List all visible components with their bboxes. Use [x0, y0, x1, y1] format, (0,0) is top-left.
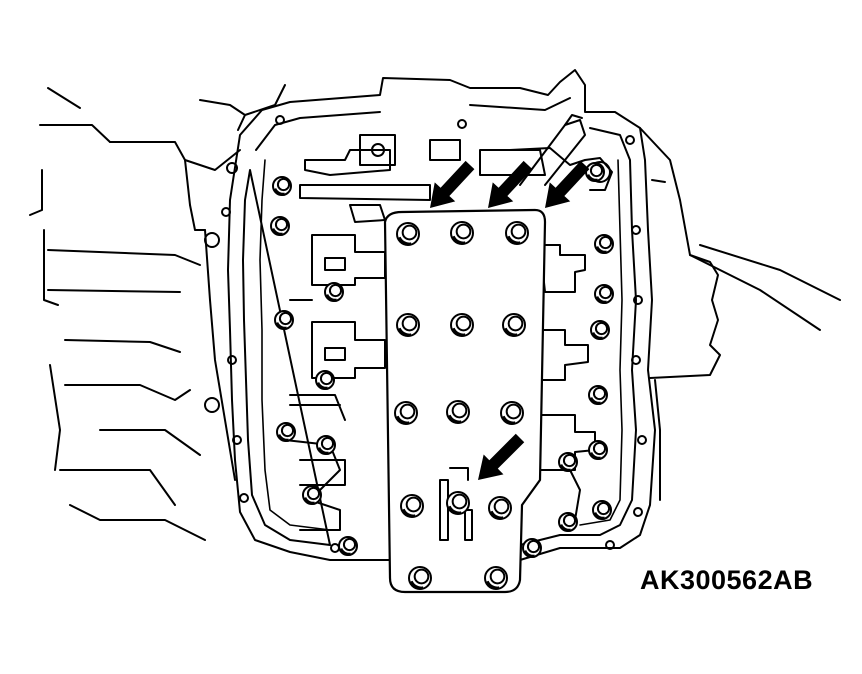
- perimeter-bolt: [588, 440, 608, 460]
- perimeter-bolt: [594, 284, 614, 304]
- lower-left-parts: [289, 404, 346, 531]
- arrows: [430, 160, 590, 480]
- arrow-icon: [430, 160, 475, 208]
- case-flange: [227, 69, 656, 561]
- transmission-case-right: [639, 127, 841, 501]
- perimeter-bolt: [594, 234, 614, 254]
- plate-bolt: [502, 313, 526, 337]
- left-solenoids: [284, 234, 386, 491]
- case-holes: [204, 115, 647, 557]
- plate-bolt: [446, 491, 470, 515]
- perimeter-bolts: [270, 162, 614, 558]
- plate-bolt: [446, 400, 470, 424]
- perimeter-bolt: [274, 310, 294, 330]
- perimeter-bolt: [276, 422, 296, 442]
- arrow-icon: [545, 160, 590, 208]
- plate-bolt: [400, 494, 424, 518]
- perimeter-bolt: [270, 216, 290, 236]
- perimeter-bolt: [338, 536, 358, 556]
- perimeter-bolt: [590, 320, 610, 340]
- valve-body-plate: [383, 208, 547, 594]
- plate-bolt: [450, 313, 474, 337]
- perimeter-bolt: [585, 162, 605, 182]
- harness-cable: [509, 114, 613, 191]
- plate-bolt: [484, 566, 508, 590]
- perimeter-bolt: [316, 435, 336, 455]
- upper-valve-parts: [299, 134, 546, 223]
- plate-bolt: [450, 221, 474, 245]
- arrow-icon: [478, 433, 525, 480]
- perimeter-bolt: [302, 485, 322, 505]
- plate-bolt: [488, 496, 512, 520]
- perimeter-bolt: [588, 385, 608, 405]
- perimeter-bolt: [272, 176, 292, 196]
- plate-bolt: [396, 313, 420, 337]
- perimeter-bolt: [324, 282, 344, 302]
- perimeter-bolt: [558, 512, 578, 532]
- plate-bolt: [505, 221, 529, 245]
- perimeter-bolt: [522, 538, 542, 558]
- plate-bolt: [394, 401, 418, 425]
- plate-bolt: [500, 401, 524, 425]
- perimeter-bolt: [315, 370, 335, 390]
- figure-code-label: AK300562AB: [640, 565, 814, 595]
- transmission-case-left: [29, 84, 286, 541]
- plate-bolts: [394, 221, 529, 590]
- perimeter-bolt: [592, 500, 612, 520]
- right-solenoids: [539, 244, 596, 521]
- plate-bolt: [396, 222, 420, 246]
- perimeter-bolt: [558, 452, 578, 472]
- arrow-icon: [488, 160, 533, 208]
- plate-bolt: [408, 566, 432, 590]
- plate-slot-detail: [439, 467, 473, 541]
